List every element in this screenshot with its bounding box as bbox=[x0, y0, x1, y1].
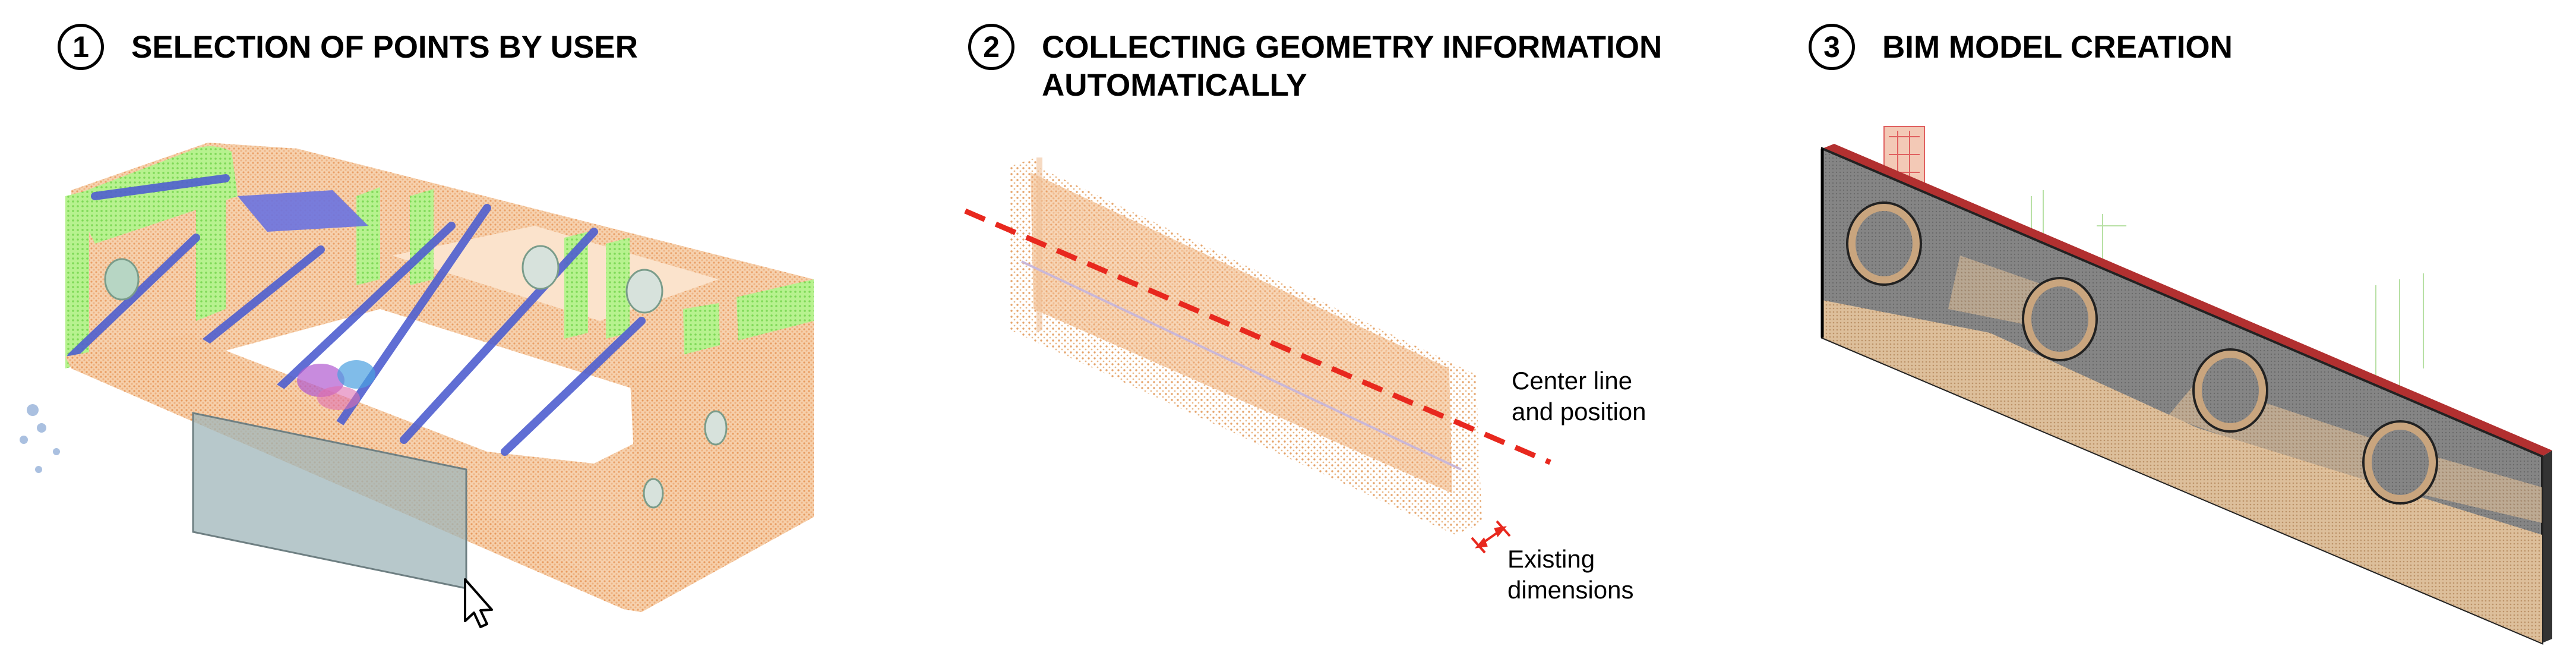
wall-segment-point-cloud bbox=[1010, 157, 1482, 535]
step-2-title: COLLECTING GEOMETRY INFORMATION AUTOMATI… bbox=[1042, 30, 1662, 103]
step-2-header: 2 COLLECTING GEOMETRY INFORMATION AUTOMA… bbox=[968, 24, 1725, 105]
existing-dimensions-label: Existing dimensions bbox=[1507, 545, 1634, 604]
bim-wall-model bbox=[1820, 126, 2552, 645]
step-3-number-badge: 3 bbox=[1809, 24, 1855, 70]
mouse-cursor-icon bbox=[464, 578, 493, 628]
step-3-title: BIM MODEL CREATION bbox=[1882, 30, 2233, 65]
center-line-label: Center line and position bbox=[1512, 367, 1646, 426]
dimension-arrow-icon bbox=[1471, 520, 1511, 554]
step-1-number-badge: 1 bbox=[58, 24, 104, 70]
step-2-number-badge: 2 bbox=[968, 24, 1014, 70]
step-1-title: SELECTION OF POINTS BY USER bbox=[131, 30, 639, 65]
step-3-header: 3 BIM MODEL CREATION bbox=[1809, 24, 2233, 70]
center-line bbox=[964, 208, 1551, 465]
building-point-cloud bbox=[20, 143, 814, 612]
step-1-header: 1 SELECTION OF POINTS BY USER bbox=[58, 24, 638, 70]
